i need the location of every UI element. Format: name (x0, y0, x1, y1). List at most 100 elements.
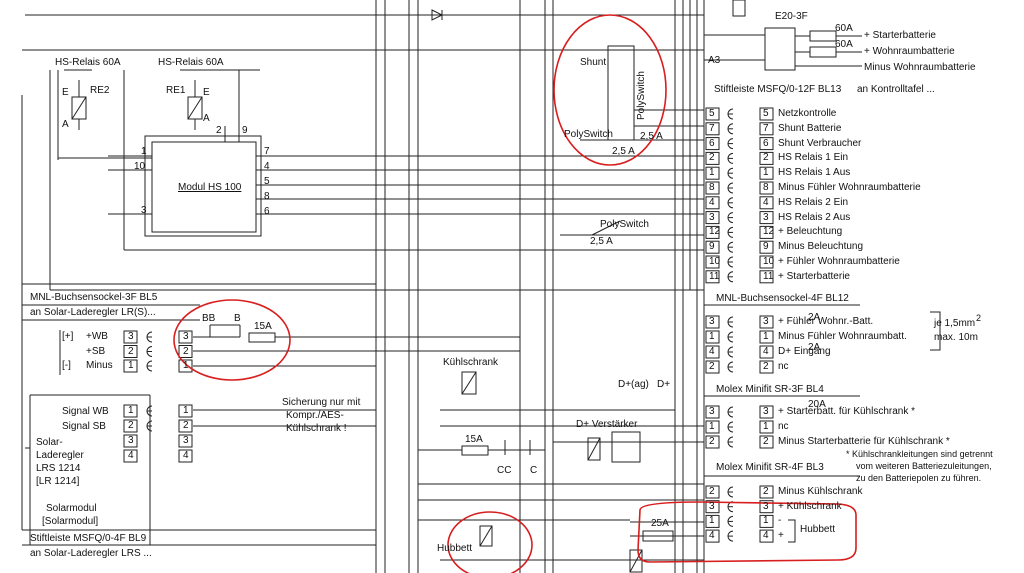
lrs-pin-left (123, 404, 138, 418)
bl12-pin-right (759, 330, 774, 344)
lrs-pin-right (178, 404, 193, 418)
lrs-pin-right (178, 449, 193, 463)
bl5-title: MNL-Buchsensockel-3F BL5 (30, 292, 158, 303)
highlight-shunt (553, 14, 667, 166)
lrs-pin-right (178, 419, 193, 433)
bl13-pin-right (759, 137, 774, 151)
lrs-pin-right-label: 3 (183, 435, 189, 446)
relay-re2-label: RE2 (90, 85, 110, 96)
bl13-pin-right (759, 196, 774, 210)
bl5-fuse: 15A (254, 321, 272, 332)
bl12-pin-right-label: 3 (763, 316, 769, 327)
bl12-row-label: + Fühler Wohnr.-Batt. (778, 316, 874, 327)
dplus-label: D+ (657, 379, 671, 390)
bl13-pin-left-label: 11 (709, 270, 720, 282)
note-line: zu den Batteriepolen zu führen. (856, 473, 982, 483)
bl12-pin-right-label: 2 (763, 361, 769, 372)
bl12-pin-right-label: 1 (763, 331, 769, 342)
bl12-note-sup: 2 (976, 313, 982, 323)
dplus-amp-label: D+ Verstärker (576, 419, 638, 430)
bl13-pin-left (705, 107, 720, 121)
bl13-row-label: + Starterbatterie (778, 270, 850, 282)
bl12-pin-left-label: 1 (709, 331, 715, 342)
solarmodul-line: [Solarmodul] (42, 516, 99, 527)
bl4-title: Molex Minifit SR-3F BL4 (716, 384, 824, 395)
lrs-pin-left (123, 449, 138, 463)
polyswitch-2: PolySwitch (600, 219, 649, 230)
bl5-pin-left-label: 1 (128, 360, 134, 371)
bl4-row-label: Minus Starterbatterie für Kühlschrank * (778, 436, 950, 447)
bl13-pin-right (759, 181, 774, 195)
highlight-bl5 (173, 299, 291, 381)
relay-re1-title: HS-Relais 60A (158, 57, 224, 68)
bl3-pin-right (759, 529, 774, 543)
bl4-pin-right (759, 420, 774, 434)
bl13-pin-right-label: 4 (763, 196, 769, 208)
bl12-row-label: nc (778, 361, 789, 372)
bl3-pin-left-label: 2 (709, 486, 715, 497)
bl12-pin-right (759, 315, 774, 329)
relay-re1-e: E (203, 87, 210, 98)
bl13-pin-right (759, 107, 774, 121)
bl13-pin-left-label: 1 (709, 167, 715, 179)
lrs-pin-left (123, 434, 138, 448)
bl13-pin-right (759, 225, 774, 239)
bl12-pin-left-label: 4 (709, 346, 715, 357)
note-line: vom weiteren Batteriezuleitungen, (856, 461, 992, 471)
bl13-subtitle: an Kontrolltafel ... (857, 84, 935, 95)
bl4-row-label: + Starterbatt. für Kühlschrank * (778, 406, 916, 417)
polyswitch-1: PolySwitch (564, 129, 613, 140)
bl3-pin-left (705, 500, 720, 514)
fridge-note-line: Sicherung nur mit (282, 397, 361, 408)
bl5-row-label: +SB (86, 345, 106, 357)
highlight-hubbett-relay (447, 511, 533, 573)
minus-living-battery-label: Minus Wohnraumbatterie (864, 62, 976, 73)
bl9-title: Stiftleiste MSFQ/0-4F BL9 (30, 533, 147, 544)
bl4-fuse: 20A (808, 399, 826, 410)
bl13-pin-left (705, 255, 720, 269)
bl5-pin-right (178, 345, 193, 358)
lrs-pin-left (123, 419, 138, 433)
lrs-pin-left-label: 3 (128, 435, 134, 446)
module-pin: 6 (264, 206, 270, 217)
bl13-pin-left (705, 240, 720, 254)
bl12-fuse-1: 2A (808, 312, 821, 323)
bl12-fuse-2: 2A (808, 342, 821, 353)
bl3-title: Molex Minifit SR-4F BL3 (716, 462, 824, 473)
bl13-pin-left-label: 7 (709, 122, 715, 134)
bl4-pin-left (705, 405, 720, 419)
module-pin: 8 (264, 191, 270, 202)
lrs-pin-right (178, 434, 193, 448)
note-line: * Kühlschrankleitungen sind getrennt (846, 449, 993, 459)
bl13-row-label: Netzkontrolle (778, 108, 837, 119)
starter-battery-label: + Starterbatterie (864, 30, 936, 41)
dplus-ag-label: D+(ag) (618, 379, 649, 390)
fuse-60a-2: 60A (835, 39, 853, 50)
bl4-pin-left-label: 2 (709, 436, 715, 447)
bl3-pin-left (705, 529, 720, 543)
bl13-pin-left-label: 10 (709, 256, 721, 267)
bl3-row-label: - (778, 515, 782, 527)
bl13-row-label: Shunt Batterie (778, 122, 842, 134)
a3-label: A3 (708, 55, 721, 66)
bl13-pin-left-label: 5 (709, 108, 715, 119)
bl5-row-label: Minus (86, 360, 113, 371)
signal-wb: Signal WB (62, 406, 109, 417)
bl3-pin-left (705, 485, 720, 499)
bl5-pin-left-label: 3 (128, 331, 134, 342)
bl13-pin-right-label: 3 (763, 211, 769, 223)
bl13-pin-right (759, 122, 774, 136)
bl3-pin-left-label: 1 (709, 515, 715, 527)
relay-re2-a: A (62, 119, 69, 130)
bl13-pin-left-label: 2 (709, 152, 715, 164)
bl5-b: B (234, 313, 241, 324)
lrs-pin-right-label: 1 (183, 405, 189, 416)
bl3-fuse: 25A (651, 518, 669, 529)
bl13-pin-left-label: 12 (709, 226, 721, 238)
bl13-pin-right-label: 7 (763, 122, 769, 134)
bl5-pin-right (178, 330, 193, 344)
highlight-bl3 (637, 501, 857, 563)
relay-re2-title: HS-Relais 60A (55, 57, 121, 68)
bl13-pin-right-label: 8 (763, 182, 769, 193)
